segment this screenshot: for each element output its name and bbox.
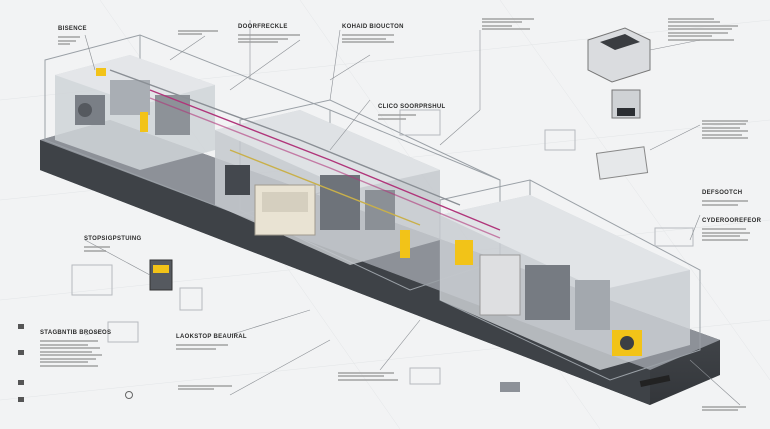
callout-label: CYDEROOREFEOR — [702, 210, 761, 242]
callout-label — [702, 118, 748, 141]
wiring — [109, 69, 501, 239]
module-left — [55, 55, 215, 170]
callout-label: DOORFRECKLE — [238, 16, 300, 45]
callout-label: STOPSIGPSTUING — [84, 228, 141, 253]
callout-label: DEFSOOTCH — [702, 182, 748, 207]
callout-label: CLICO SOORPRSHUL — [378, 96, 445, 121]
callout-label — [702, 404, 746, 413]
bullet-icon — [18, 397, 24, 402]
circle-marker-icon — [125, 391, 133, 399]
callout-label — [482, 16, 534, 32]
callout-label — [178, 383, 232, 392]
callout-label: BISENCE — [58, 18, 87, 47]
detached-parts — [71, 27, 694, 392]
bullet-icon — [18, 380, 24, 385]
callout-label: LAOKSTOP BEAUIRAL — [176, 326, 247, 351]
callout-label: STAGBNTIB BROSEOS — [40, 322, 111, 368]
module-right — [440, 195, 690, 370]
callout-label: KOHAID BIOUCTON — [342, 16, 404, 45]
callout-label — [178, 28, 218, 37]
bullet-icon — [18, 350, 24, 355]
bullet-icon — [18, 324, 24, 329]
callout-label — [338, 370, 398, 382]
leader-lines — [84, 20, 741, 406]
callout-label — [668, 16, 738, 42]
